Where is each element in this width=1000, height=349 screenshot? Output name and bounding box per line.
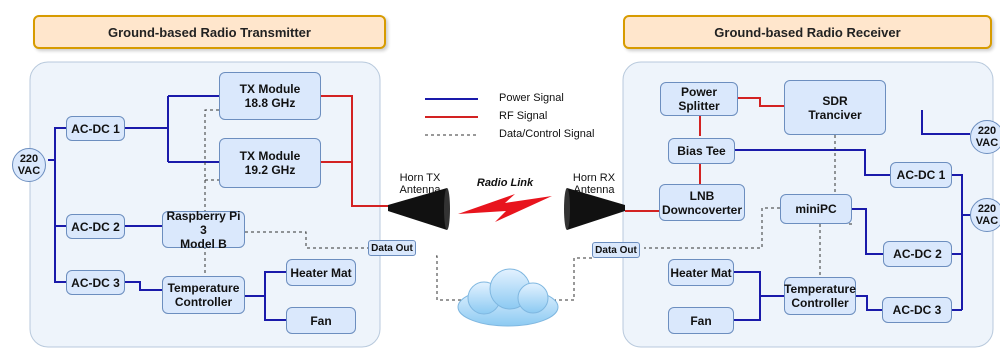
- rx-acdc-2: AC-DC 2: [883, 241, 952, 267]
- tx-rf-lines: [321, 95, 388, 207]
- tx-fan: Fan: [286, 307, 356, 334]
- tx-module-18-8ghz: TX Module 18.8 GHz: [219, 72, 321, 120]
- rx-horn-mouth: [564, 188, 570, 230]
- tx-antenna-label: Horn TX Antenna: [399, 172, 441, 196]
- minipc: miniPC: [780, 194, 852, 224]
- legend-power-label: Power Signal: [499, 92, 564, 104]
- rx-antenna-label: Horn RX Antenna: [572, 172, 616, 196]
- rx-data-out: Data Out: [592, 242, 640, 258]
- radio-link-bolt-icon: [458, 194, 552, 222]
- tx-acdc-2: AC-DC 2: [66, 214, 125, 239]
- tx-acdc-3: AC-DC 3: [66, 270, 125, 295]
- tx-heater-mat: Heater Mat: [286, 259, 356, 286]
- rx-220vac-source-1: 220 VAC: [970, 120, 1000, 154]
- tx-temperature-controller: Temperature Controller: [162, 276, 245, 314]
- lnb-downconverter: LNB Downcoverter: [659, 184, 745, 221]
- rx-power-lines: [734, 110, 972, 321]
- rx-acdc-1: AC-DC 1: [890, 162, 952, 188]
- cloud-icon: [457, 268, 559, 327]
- legend-data-label: Data/Control Signal: [499, 128, 595, 140]
- receiver-title: Ground-based Radio Receiver: [623, 15, 992, 49]
- tx-data-out: Data Out: [368, 240, 416, 256]
- tx-acdc-1: AC-DC 1: [66, 116, 125, 141]
- rx-rf-lines: [625, 97, 784, 212]
- legend-rf-label: RF Signal: [499, 110, 548, 122]
- tx-horn-antenna: [388, 188, 447, 230]
- sdr-transceiver: SDR Tranciver: [784, 80, 886, 135]
- rx-data-lines: [555, 135, 852, 301]
- rx-heater-mat: Heater Mat: [668, 259, 734, 286]
- bias-tee: Bias Tee: [668, 138, 735, 164]
- rx-220vac-source-2: 220 VAC: [970, 198, 1000, 232]
- tx-horn-mouth: [444, 188, 450, 230]
- rx-horn-antenna: [567, 188, 625, 230]
- legend-lines: [425, 98, 478, 136]
- tx-220vac-source: 220 VAC: [12, 148, 46, 182]
- power-splitter: Power Splitter: [660, 82, 738, 116]
- rx-temperature-controller: Temperature Controller: [784, 277, 856, 315]
- radio-link-label: Radio Link: [476, 177, 534, 189]
- rx-fan: Fan: [668, 307, 734, 334]
- tx-power-lines: [48, 95, 286, 321]
- rx-acdc-3: AC-DC 3: [882, 297, 952, 323]
- raspberry-pi: Raspberry Pi 3 Model B: [162, 209, 245, 251]
- tx-module-19-2ghz: TX Module 19.2 GHz: [219, 138, 321, 188]
- transmitter-title: Ground-based Radio Transmitter: [33, 15, 386, 49]
